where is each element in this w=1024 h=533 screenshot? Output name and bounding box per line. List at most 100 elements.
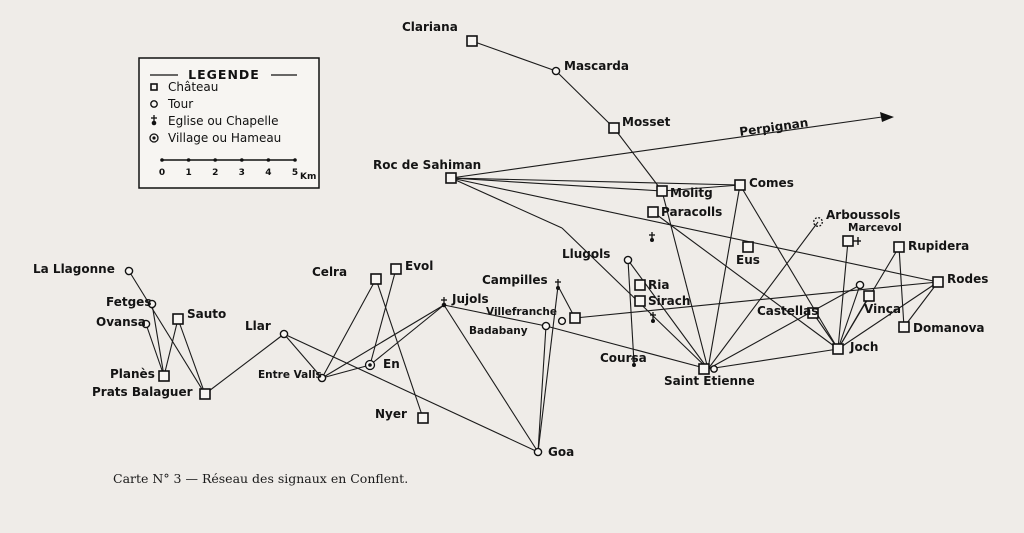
link-sauto-planes bbox=[163, 318, 179, 377]
place-label-jujols: Jujols bbox=[451, 292, 489, 306]
scale-tick-0: 0 bbox=[159, 168, 165, 178]
place-label-comes: Comes bbox=[749, 176, 794, 190]
link-badabany-goa bbox=[537, 325, 547, 453]
link-tower-joch bbox=[837, 284, 861, 350]
link-rupidera-domanova bbox=[898, 246, 905, 328]
church-cross-icon bbox=[151, 115, 157, 126]
link-jujols-goa bbox=[443, 304, 539, 453]
place-label-arboussols: Arboussols bbox=[826, 208, 900, 222]
place-label-goa: Goa bbox=[548, 445, 574, 459]
link-ovansa-planes bbox=[145, 323, 165, 377]
castle-square-icon bbox=[647, 206, 659, 218]
place-label-rupidera: Rupidera bbox=[908, 239, 969, 253]
village-dotted-circle-icon bbox=[364, 359, 376, 371]
church-cross-icon bbox=[650, 312, 656, 323]
link-roc-comes bbox=[450, 177, 741, 186]
legend: LEGENDE Château Tour Eglise ou Chapelle … bbox=[138, 57, 320, 189]
perpignan-arrow-icon bbox=[880, 112, 894, 122]
place-label-la-llagonne: La Llagonne bbox=[33, 262, 115, 276]
scale-tick-4: 4 bbox=[265, 168, 271, 178]
castle-square-icon bbox=[832, 343, 844, 355]
place-label-saint-etienne: Saint Etienne bbox=[664, 374, 755, 388]
link-paracolls-joch bbox=[652, 211, 839, 350]
tower-circle-icon bbox=[710, 365, 718, 373]
tower-circle-icon bbox=[279, 329, 289, 339]
place-label-mascarda: Mascarda bbox=[564, 59, 629, 73]
link-celra-entre-valls bbox=[321, 278, 377, 379]
link-tower-saint-etienne bbox=[707, 284, 861, 370]
tower-circle-icon bbox=[557, 316, 567, 326]
castle-square-icon bbox=[863, 290, 875, 302]
castle-square-icon bbox=[390, 263, 402, 275]
place-label-entre-valls: Entre Valls bbox=[258, 369, 322, 381]
tower-circle-icon bbox=[147, 299, 157, 309]
place-label-planes: Planès bbox=[110, 367, 155, 381]
scale-tick-2: 2 bbox=[212, 168, 218, 178]
link-molitg-saint-etienne bbox=[661, 190, 709, 370]
link-fetges-planes bbox=[151, 303, 165, 377]
church-cross-icon bbox=[649, 232, 655, 242]
link-roc-rodes bbox=[450, 177, 939, 283]
legend-frame bbox=[138, 57, 320, 189]
place-label-ovansa: Ovansa bbox=[96, 315, 146, 329]
link-badabany-saint-etienne bbox=[545, 325, 709, 370]
place-label-sirach: Sirach bbox=[648, 294, 690, 308]
link-molitg-comes bbox=[661, 184, 741, 192]
link-roc-llugols-direction bbox=[450, 177, 563, 229]
link-la-llagonne-prats-balaguer bbox=[128, 270, 206, 395]
link-vinca-joch bbox=[837, 295, 870, 350]
castle-square-icon bbox=[569, 312, 581, 324]
link-llar-entre-valls bbox=[283, 333, 323, 379]
link-jujols-entre-valls bbox=[321, 304, 445, 379]
link-llar-goa bbox=[283, 333, 539, 453]
tower-circle-icon bbox=[551, 66, 561, 76]
scale-tick-3: 3 bbox=[239, 168, 245, 178]
perpignan-direction-line bbox=[450, 116, 883, 179]
village-dotted-circle-icon bbox=[813, 217, 823, 227]
place-label-nyer: Nyer bbox=[375, 407, 407, 421]
place-label-mosset: Mosset bbox=[622, 115, 671, 129]
link-llar-prats-balaguer bbox=[204, 333, 285, 395]
castle-square-icon bbox=[608, 122, 620, 134]
scale-tick-1: 1 bbox=[185, 168, 191, 178]
link-jujols-badabany bbox=[443, 304, 547, 327]
scale-unit: Km bbox=[300, 172, 316, 182]
link-jujols-en bbox=[369, 304, 445, 366]
link-en-entre-valls bbox=[321, 364, 371, 379]
place-label-celra: Celra bbox=[312, 265, 347, 279]
place-label-paracolls: Paracolls bbox=[661, 205, 722, 219]
place-label-ria: Ria bbox=[648, 278, 669, 292]
castle-square-icon bbox=[698, 363, 710, 375]
castle-square-icon bbox=[842, 235, 854, 247]
link-rodes-joch bbox=[837, 281, 939, 350]
tower-circle-icon bbox=[124, 266, 134, 276]
legend-item-church: Eglise ou Chapelle bbox=[168, 114, 278, 128]
tower-circle-icon bbox=[533, 447, 543, 457]
cross-icon bbox=[853, 237, 861, 245]
place-labels: Clariana Mascarda Mosset Roc de Sahiman … bbox=[33, 20, 988, 459]
tower-circle-icon bbox=[541, 321, 551, 331]
link-evol-en bbox=[369, 268, 397, 366]
tower-circle-icon bbox=[623, 255, 633, 265]
place-label-joch: Joch bbox=[849, 340, 878, 354]
castle-square-icon bbox=[172, 313, 184, 325]
map-caption: Carte N° 3 — Réseau des signaux en Confl… bbox=[113, 471, 409, 486]
scale-tick-5: 5 bbox=[292, 168, 298, 178]
church-cross-icon bbox=[555, 279, 561, 290]
castle-square-icon bbox=[466, 35, 478, 47]
place-label-evol: Evol bbox=[405, 259, 433, 273]
link-arboussols-saint-etienne bbox=[707, 221, 819, 370]
legend-title: LEGENDE bbox=[188, 67, 260, 82]
tower-circle-icon bbox=[150, 100, 158, 108]
legend-item-castle: Château bbox=[168, 80, 218, 94]
link-rodes-domanova bbox=[903, 281, 939, 328]
castle-square-icon bbox=[417, 412, 429, 424]
link-castellas-joch bbox=[812, 312, 839, 350]
map-symbols bbox=[124, 35, 944, 457]
link-rodes-villefranche bbox=[574, 281, 939, 319]
tower-circle-icon bbox=[141, 319, 151, 329]
castle-square-icon bbox=[445, 172, 457, 184]
castle-square-icon bbox=[742, 241, 754, 253]
place-label-llar: Llar bbox=[245, 319, 271, 333]
